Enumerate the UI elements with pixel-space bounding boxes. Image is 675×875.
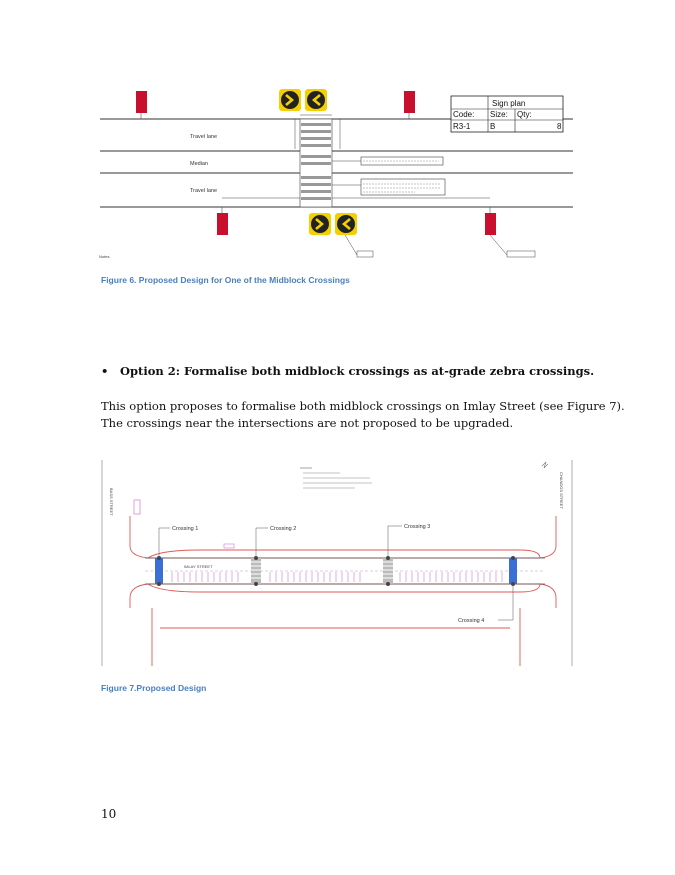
sign-plan-title: Sign plan [492, 99, 525, 108]
notes-label: Notes [99, 254, 109, 259]
median-label: Median [190, 161, 208, 167]
page-number: 10 [101, 807, 117, 821]
crossing-3-marking [383, 556, 393, 586]
figure-7-notes [300, 467, 372, 489]
red-sign-icon [217, 213, 228, 235]
sign-plan-table: Sign plan Code: Size: Qty: R3-1 B 8 [450, 95, 564, 133]
figure-6-caption: Figure 6. Proposed Design for One of the… [101, 275, 350, 285]
red-sign-icon [136, 91, 147, 113]
travel-lane-bottom-label: Travel lane [190, 188, 217, 194]
paragraph-line-2: The crossings near the intersections are… [101, 416, 514, 430]
travel-lane-top-label: Travel lane [190, 134, 217, 140]
bullet-icon: • [101, 364, 109, 378]
sign-plan-code: R3-1 [453, 122, 471, 131]
zebra-crossing [299, 118, 333, 208]
crossing-2-label: Crossing 2 [270, 526, 296, 532]
sign-plan-size: B [490, 122, 495, 131]
chevron-right-sign-icon [309, 213, 331, 235]
crossing-4-label: Crossing 4 [458, 618, 484, 624]
crossing-1-marking [155, 556, 163, 586]
imlay-street-label: IMLAY STREET [184, 564, 213, 569]
sign-plan-header-code: Code: [453, 110, 474, 119]
crossing-3-label: Crossing 3 [404, 524, 430, 530]
crossing-4-marking [509, 556, 517, 586]
red-sign-icon [404, 91, 415, 113]
sign-plan-qty: 8 [557, 122, 562, 131]
paragraph-line-1: This option proposes to formalise both m… [101, 399, 625, 413]
figure-7-caption: Figure 7.Proposed Design [101, 683, 207, 693]
right-street-label: CHANDOS STREET [559, 472, 564, 509]
chevron-left-sign-icon [335, 213, 357, 235]
sign-plan-header-size: Size: [490, 110, 508, 119]
chevron-left-sign-icon [305, 89, 327, 111]
figure-6-diagram: Travel lane Median Travel lane Notes Sig… [99, 89, 573, 259]
sign-plan-header-qty: Qty: [517, 110, 532, 119]
left-street-label: BASS STREET [109, 488, 114, 516]
crossing-2-marking [251, 556, 261, 586]
crossing-1-label: Crossing 1 [172, 526, 198, 532]
red-sign-icon [485, 213, 496, 235]
chevron-right-sign-icon [279, 89, 301, 111]
option-2-heading: Option 2: Formalise both midblock crossi… [120, 364, 595, 378]
figure-7-diagram: BASS STREET CHANDOS STREET [101, 460, 573, 666]
